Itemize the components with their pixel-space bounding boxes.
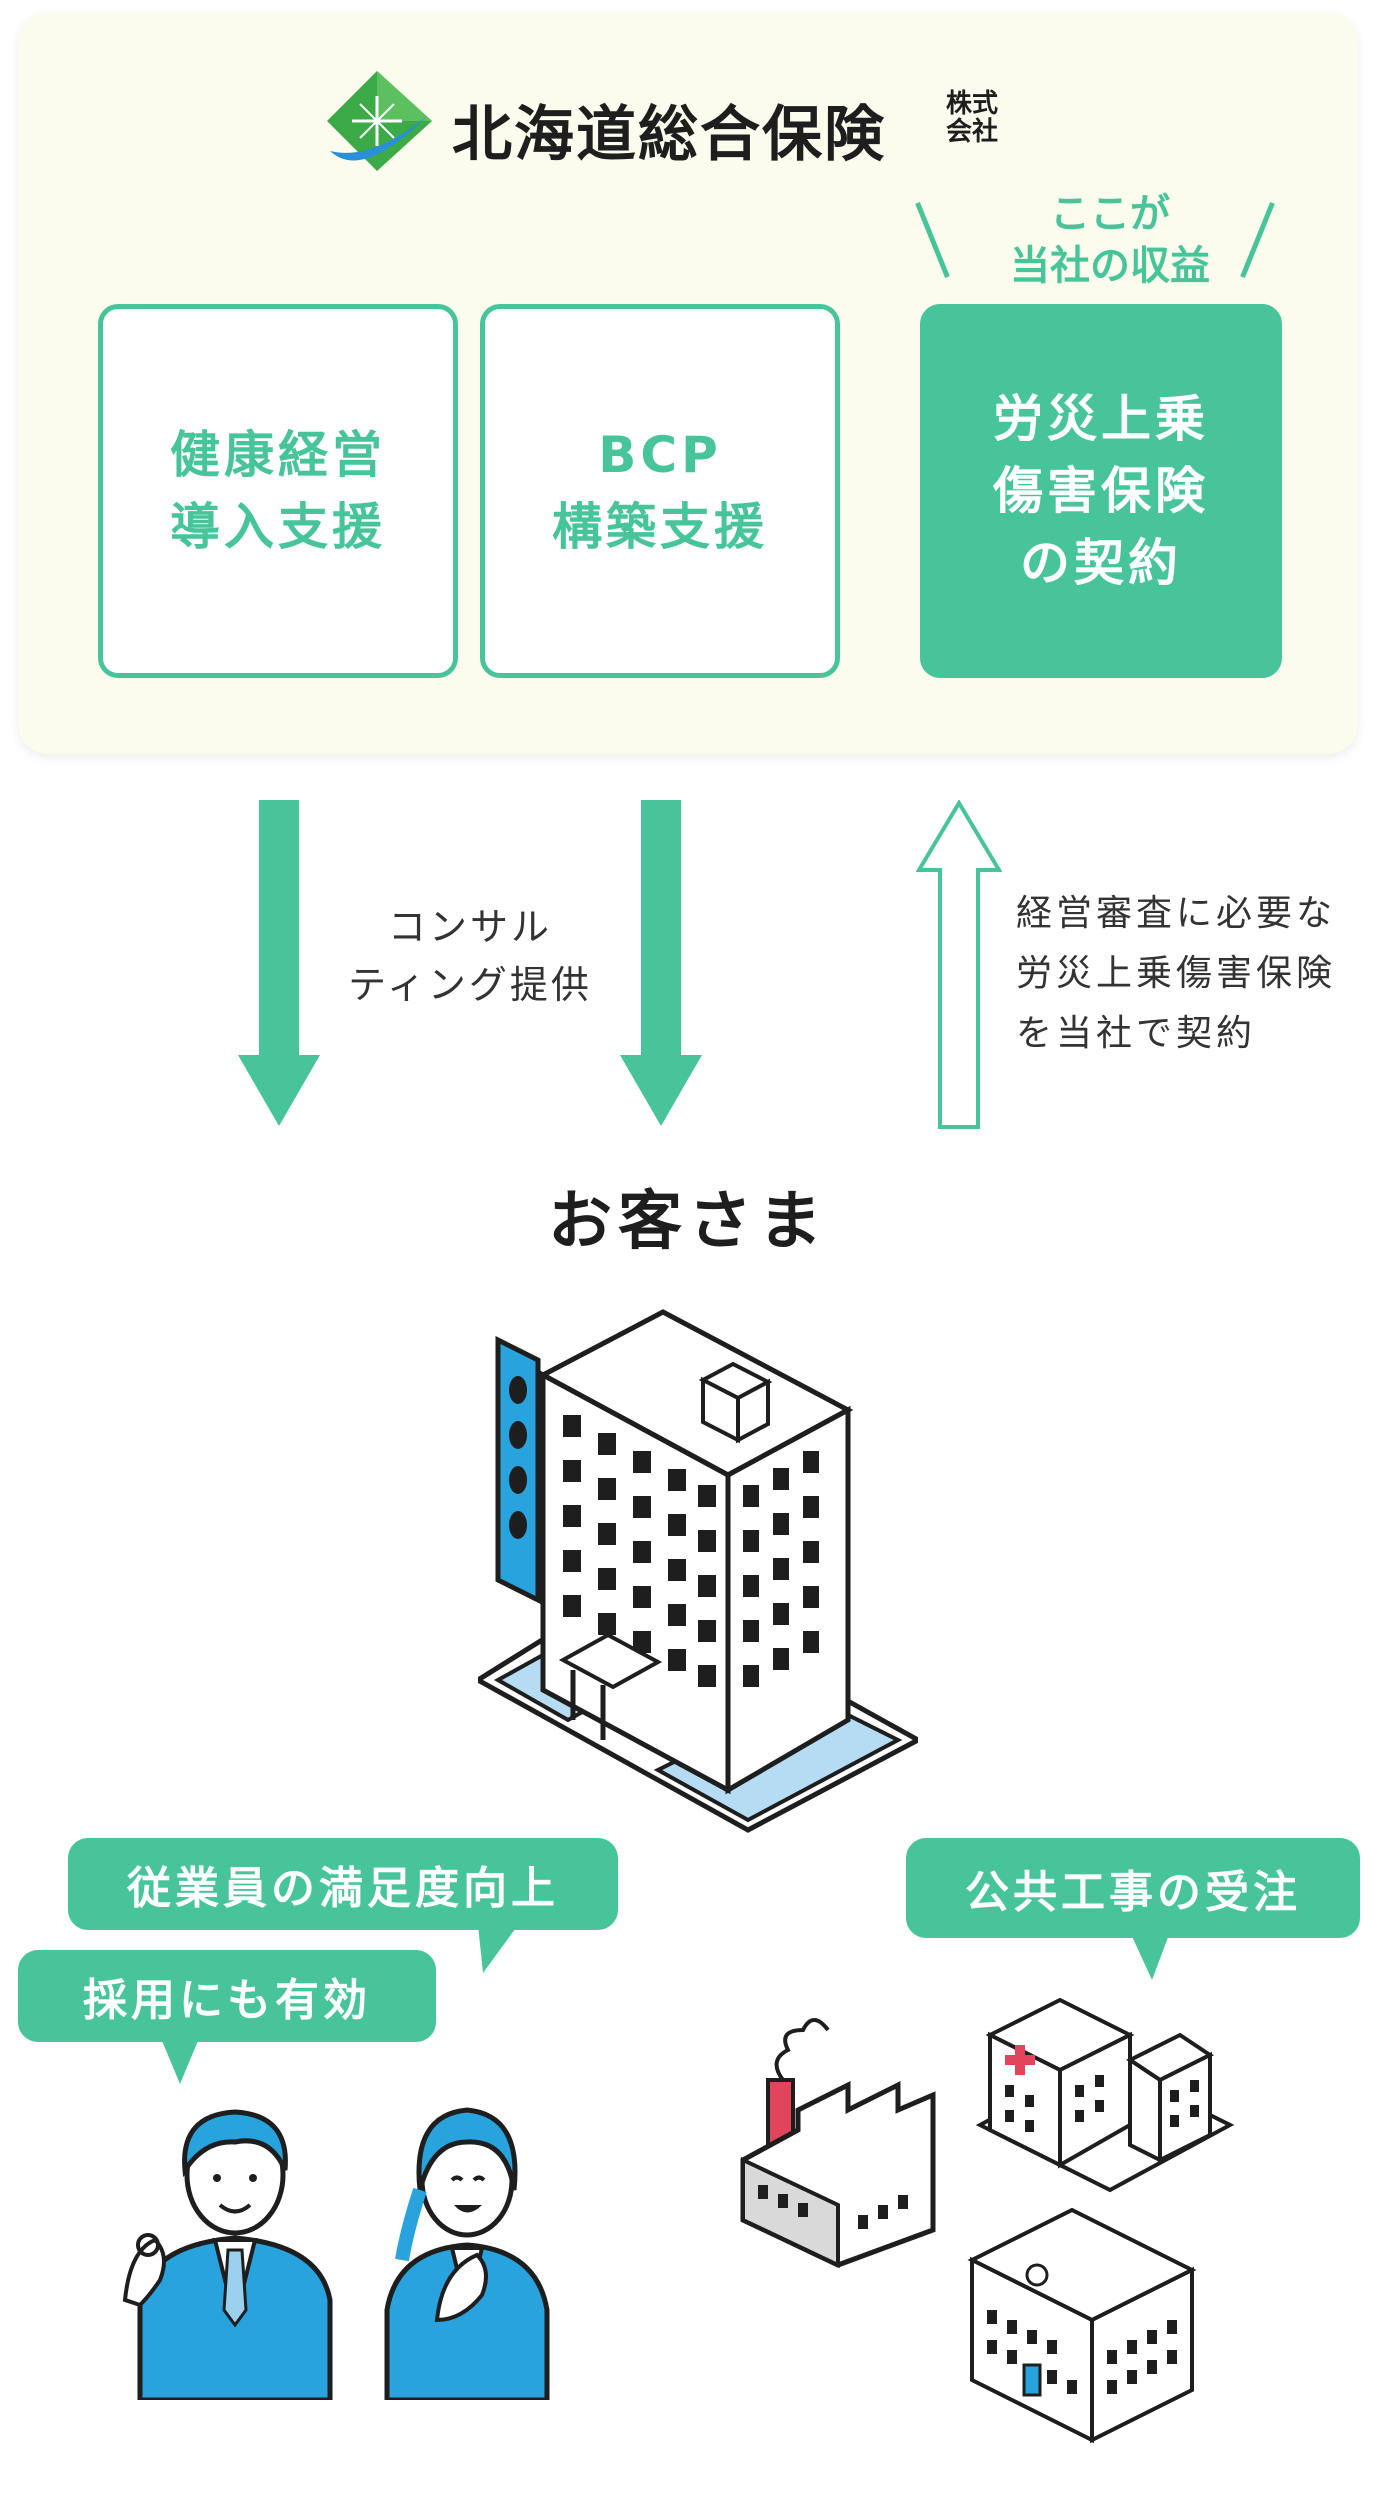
revenue-note-line1: ここが [1050, 191, 1170, 237]
service-box-insurance: 労災上乗 傷害保険 の契約 [920, 304, 1282, 678]
up-arrow-outline-icon [916, 800, 1002, 1129]
service-box-insurance-line3: の契約 [1020, 534, 1182, 592]
service-box-health-line1: 健康経営 [170, 426, 386, 484]
service-box-bcp-line1: BCP [598, 426, 722, 484]
consulting-label-line2: ティング提供 [348, 963, 592, 1007]
down-arrow-right-icon [620, 800, 702, 1126]
company-suffix: 株式 会社 [942, 90, 1002, 146]
bubble-tail-recruiting [160, 2036, 200, 2084]
bubble-employee-satisfaction: 従業員の満足度向上 [68, 1838, 618, 1930]
consulting-label: コンサル ティング提供 [310, 898, 630, 1014]
bubble-public-works: 公共工事の受注 [906, 1838, 1360, 1938]
service-box-insurance-line2: 傷害保険 [993, 462, 1209, 520]
contract-label: 経営審査に必要な 労災上乗傷害保険 を当社で契約 [1016, 884, 1361, 1064]
revenue-note: ここが 当社の収益 [985, 188, 1235, 292]
female-employee-icon [384, 2107, 550, 2400]
bubble-tail-public-works [1130, 1932, 1170, 1980]
service-box-bcp: BCP 構築支援 [480, 304, 840, 678]
factory-icon [740, 2018, 936, 2269]
company-name: 北海道総合保険 [452, 100, 886, 170]
service-box-health-line2: 導入支援 [170, 498, 386, 556]
company-suffix-line1: 株式 [945, 89, 998, 119]
school-icon [967, 2207, 1197, 2444]
revenue-note-line2: 当社の収益 [1010, 243, 1210, 289]
service-box-bcp-line2: 構築支援 [552, 498, 768, 556]
customer-label: お客さま [548, 1185, 828, 1259]
male-employee-icon [122, 2109, 333, 2400]
service-box-health: 健康経営 導入支援 [98, 304, 458, 678]
contract-label-line3: を当社で契約 [1016, 1013, 1257, 1054]
office-building-icon [478, 1309, 918, 1833]
contract-label-line1: 経営審査に必要な [1016, 893, 1337, 934]
contract-label-line2: 労災上乗傷害保険 [1016, 953, 1337, 994]
bubble-tail-satisfaction [478, 1925, 518, 1973]
hospital-icon [975, 1997, 1235, 2193]
company-logo-icon [327, 71, 432, 171]
consulting-label-line1: コンサル [387, 905, 552, 949]
bubble-recruiting: 採用にも有効 [18, 1950, 436, 2042]
company-suffix-line2: 会社 [945, 117, 998, 147]
service-box-insurance-line1: 労災上乗 [993, 390, 1209, 448]
down-arrow-left-icon [238, 800, 320, 1126]
